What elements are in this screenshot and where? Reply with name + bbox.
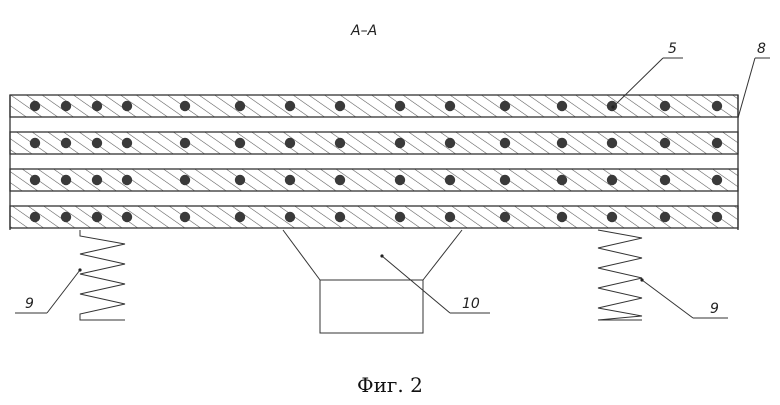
rod-2-13 [607,138,617,148]
rod-2-3 [92,138,102,148]
rod-4-2 [61,212,71,222]
rod-3-10 [445,175,455,185]
rod-2-2 [61,138,71,148]
leader-frame [738,58,755,118]
rod-4-9 [395,212,405,222]
rod-3-6 [235,175,245,185]
section-title: A–A [350,23,377,39]
rod-2-4 [122,138,132,148]
rod-3-13 [607,175,617,185]
rod-2-12 [557,138,567,148]
rod-3-8 [335,175,345,185]
rod-4-10 [445,212,455,222]
rod-4-5 [180,212,190,222]
rod-1-14 [660,101,670,111]
layer-1 [10,95,738,117]
vibrator-support-left [283,230,320,280]
rod-2-10 [445,138,455,148]
vibrator-support-right [423,230,462,280]
rod-4-15 [712,212,722,222]
leader-spring-left [47,270,80,313]
rod-4-8 [335,212,345,222]
rod-4-11 [500,212,510,222]
rod-3-15 [712,175,722,185]
spring-right [598,230,642,320]
callout-frame: 8 [757,41,766,57]
rod-4-1 [30,212,40,222]
rod-2-15 [712,138,722,148]
rod-2-5 [180,138,190,148]
rod-2-14 [660,138,670,148]
rod-2-8 [335,138,345,148]
rod-3-9 [395,175,405,185]
rod-1-3 [92,101,102,111]
rod-2-9 [395,138,405,148]
rod-1-15 [712,101,722,111]
rod-2-1 [30,138,40,148]
rod-1-2 [61,101,71,111]
rod-4-12 [557,212,567,222]
rod-1-7 [285,101,295,111]
rod-3-3 [92,175,102,185]
rod-4-7 [285,212,295,222]
rod-3-12 [557,175,567,185]
callout-spring-left: 9 [25,296,34,312]
rod-3-2 [61,175,71,185]
rod-3-1 [30,175,40,185]
rod-4-6 [235,212,245,222]
rod-4-3 [92,212,102,222]
leader-spring-right [642,280,693,318]
rod-3-5 [180,175,190,185]
rod-2-6 [235,138,245,148]
rod-1-8 [335,101,345,111]
callout-rod: 5 [668,41,677,57]
rod-1-11 [500,101,510,111]
rod-1-5 [180,101,190,111]
rod-2-7 [285,138,295,148]
rod-2-11 [500,138,510,148]
layer-3 [10,169,738,191]
figure-caption: Фиг. 2 [357,373,423,397]
layer-2 [10,132,738,154]
rod-1-9 [395,101,405,111]
vibrator-box [320,280,423,333]
rod-3-7 [285,175,295,185]
layer-4 [10,206,738,228]
rod-1-10 [445,101,455,111]
rod-4-14 [660,212,670,222]
rod-4-13 [607,212,617,222]
rod-4-4 [122,212,132,222]
rod-1-12 [557,101,567,111]
rod-3-4 [122,175,132,185]
spring-left [80,230,125,320]
leader-vibrator [382,256,450,313]
rod-3-11 [500,175,510,185]
rod-1-6 [235,101,245,111]
callout-spring-right: 9 [710,301,719,317]
layer-stack [10,95,738,228]
callout-vibrator: 10 [462,296,480,312]
rod-1-1 [30,101,40,111]
rod-3-14 [660,175,670,185]
rod-1-4 [122,101,132,111]
